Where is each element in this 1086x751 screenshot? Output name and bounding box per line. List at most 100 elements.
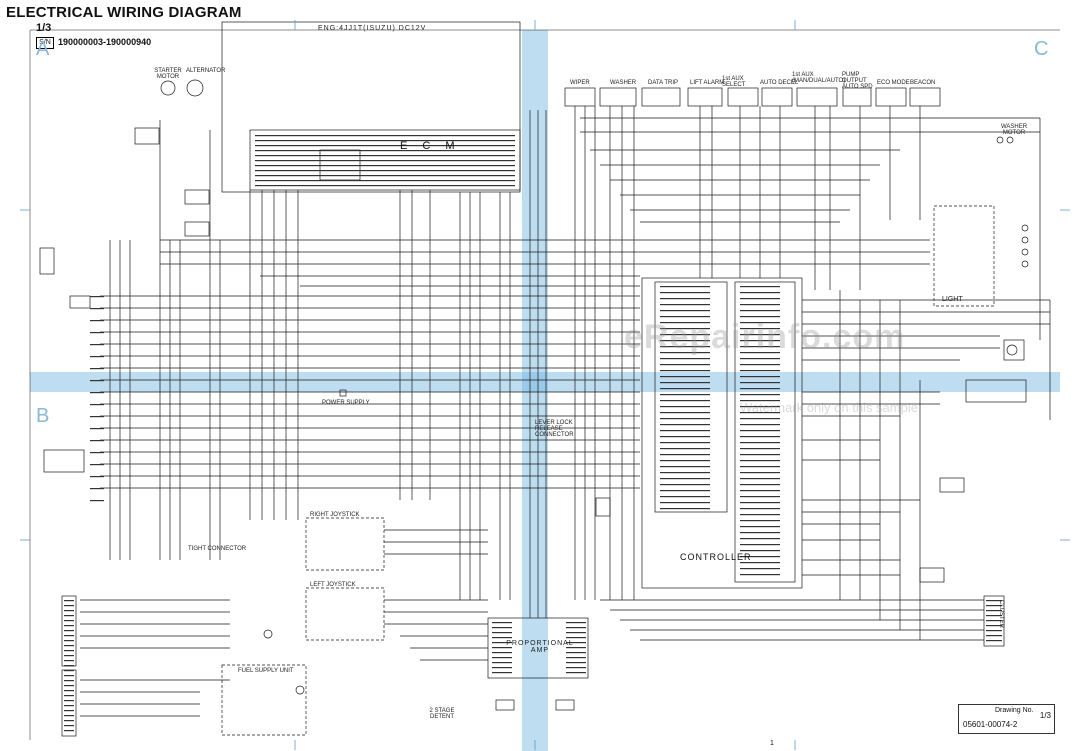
detent-label: 2 STAGE DETENT: [429, 708, 455, 720]
pin-mark: [986, 635, 1002, 637]
pin-mark: [64, 610, 74, 612]
pin-mark: [660, 346, 710, 348]
pin-mark: [90, 488, 104, 490]
pin-mark: [90, 320, 104, 322]
pin-mark: [660, 490, 710, 492]
pin-mark: [660, 478, 710, 480]
controller-block: [641, 277, 803, 589]
wiper-label: WIPER: [570, 80, 590, 86]
pin-mark: [660, 472, 710, 474]
pin-mark: [660, 382, 710, 384]
pin-mark: [986, 610, 1002, 612]
pin-mark: [740, 574, 780, 576]
aux-mode-label: 1st AUX (MAN/DUAL/AUTO): [792, 72, 846, 84]
pin-mark: [90, 296, 104, 298]
pin-mark: [740, 484, 780, 486]
pin-mark: [255, 175, 515, 177]
pin-mark: [740, 514, 780, 516]
pin-mark: [64, 705, 74, 707]
pin-mark: [64, 660, 74, 662]
pin-mark: [566, 657, 586, 659]
eco-mode-label: ECO MODE: [877, 80, 910, 86]
pin-mark: [255, 185, 515, 187]
pin-mark: [740, 376, 780, 378]
cluster-label: CLUSTER: [998, 600, 1004, 629]
alternator-label: ALTERNATOR: [186, 68, 226, 74]
pin-mark: [660, 370, 710, 372]
pin-mark: [90, 476, 104, 478]
pin-mark: [740, 502, 780, 504]
pin-mark: [660, 310, 710, 312]
pin-mark: [64, 645, 74, 647]
pin-mark: [740, 490, 780, 492]
pin-mark: [566, 632, 586, 634]
pin-mark: [660, 364, 710, 366]
pin-mark: [64, 685, 74, 687]
lift-alarm-label: LIFT ALARM: [690, 80, 725, 86]
pin-mark: [660, 304, 710, 306]
pin-mark: [492, 632, 512, 634]
pin-mark: [64, 720, 74, 722]
vertical-highlight-band: [522, 30, 548, 751]
pin-mark: [64, 655, 74, 657]
pin-mark: [740, 316, 780, 318]
pin-mark: [64, 675, 74, 677]
pin-mark: [566, 667, 586, 669]
amp-label: PROPORTIONAL AMP: [506, 640, 574, 654]
pin-mark: [90, 332, 104, 334]
sheet-number: 1/3: [36, 22, 52, 34]
lever-lock-label: LEVER LOCK RELEASE CONNECTOR: [535, 420, 574, 438]
pin-mark: [740, 520, 780, 522]
pin-mark: [64, 635, 74, 637]
starter-motor-label: STARTER MOTOR: [154, 68, 182, 80]
pump-output-label: PUMP OUTPUT AUTO SPD: [842, 72, 873, 90]
pin-mark: [90, 344, 104, 346]
pin-mark: [90, 500, 104, 502]
pin-mark: [660, 466, 710, 468]
tilt-connector-label: TIGHT CONNECTOR: [188, 546, 247, 552]
pin-mark: [255, 155, 515, 157]
pin-mark: [660, 394, 710, 396]
pin-mark: [740, 340, 780, 342]
pin-mark: [986, 620, 1002, 622]
pin-mark: [740, 478, 780, 480]
pin-mark: [740, 532, 780, 534]
pin-mark: [740, 382, 780, 384]
horizontal-highlight-band: [30, 372, 1060, 392]
pin-mark: [660, 400, 710, 402]
pin-mark: [740, 346, 780, 348]
pin-mark: [566, 662, 586, 664]
pin-mark: [660, 442, 710, 444]
pin-mark: [660, 454, 710, 456]
pin-mark: [64, 630, 74, 632]
pin-mark: [740, 436, 780, 438]
pin-mark: [255, 180, 515, 182]
pin-mark: [255, 165, 515, 167]
pin-mark: [740, 412, 780, 414]
footer-page-number: 1: [770, 740, 774, 747]
pin-mark: [64, 620, 74, 622]
data-trip-label: DATA TRIP: [648, 80, 679, 86]
pin-mark: [740, 304, 780, 306]
engine-label: ENG:4JJ1T(ISUZU) DC12V: [318, 25, 427, 32]
pin-mark: [740, 286, 780, 288]
pin-mark: [740, 556, 780, 558]
pin-mark: [566, 647, 586, 649]
pin-mark: [64, 605, 74, 607]
pin-mark: [740, 406, 780, 408]
pin-mark: [740, 568, 780, 570]
pin-mark: [492, 627, 512, 629]
pin-mark: [660, 406, 710, 408]
pin-mark: [740, 418, 780, 420]
pin-mark: [492, 667, 512, 669]
pin-mark: [64, 700, 74, 702]
zone-a: A: [36, 38, 50, 60]
pin-mark: [64, 650, 74, 652]
page-title: ELECTRICAL WIRING DIAGRAM: [6, 4, 242, 21]
pin-mark: [566, 652, 586, 654]
pin-mark: [660, 334, 710, 336]
pin-mark: [986, 615, 1002, 617]
pin-mark: [492, 657, 512, 659]
pin-mark: [566, 627, 586, 629]
